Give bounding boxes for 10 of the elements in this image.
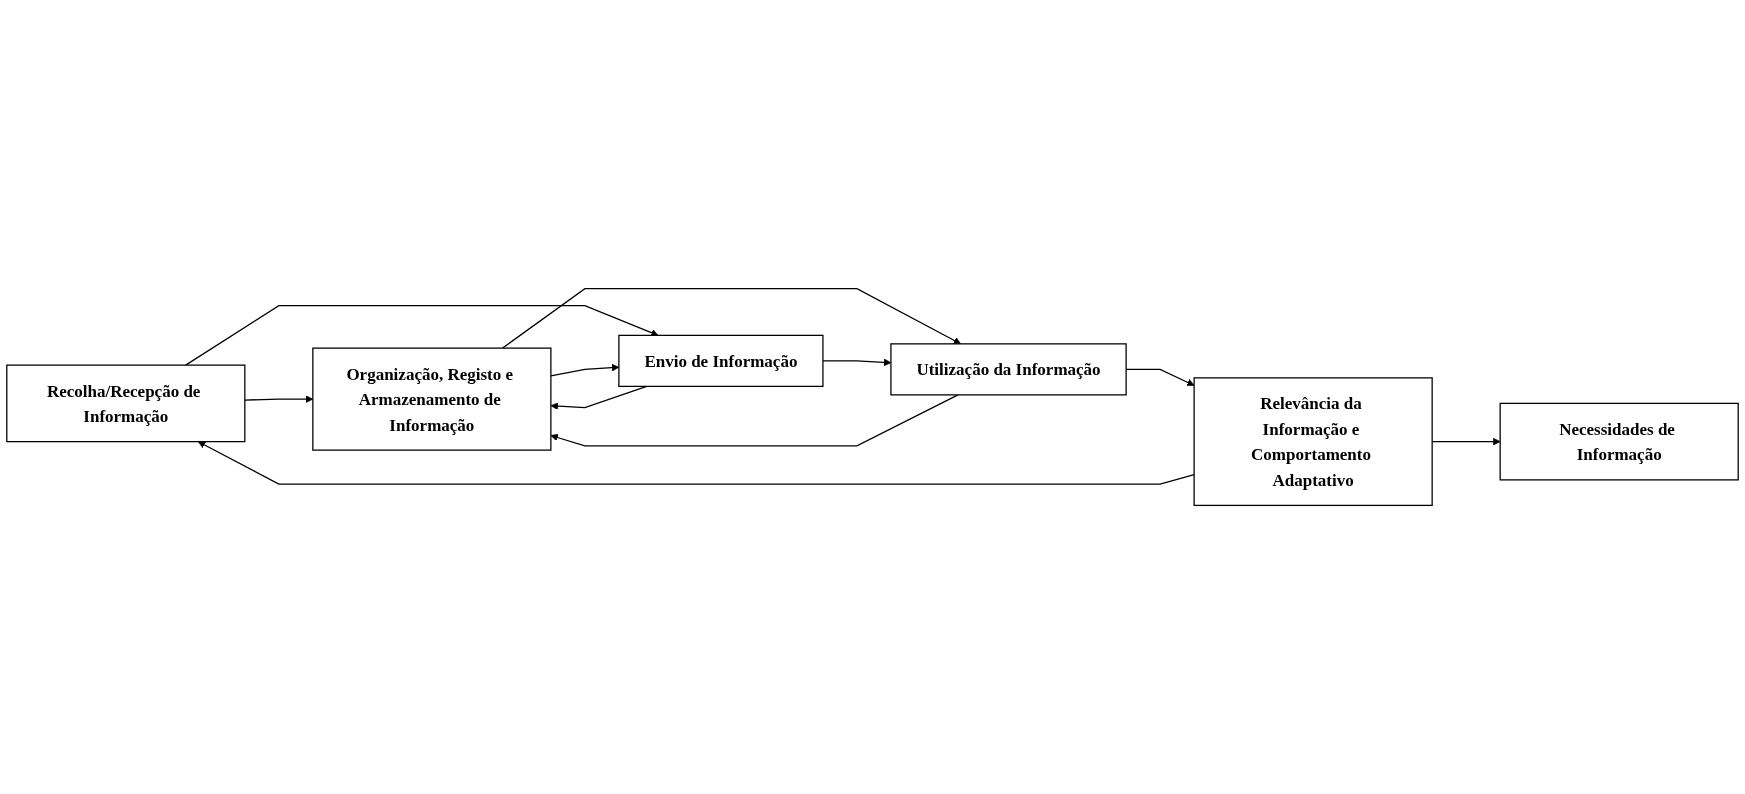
- arrow: [197, 441, 1195, 485]
- node-box: Organização, Registo e Armazenamento de Informação: [312, 347, 552, 451]
- node-box: Recolha/Recepção de Informação: [6, 364, 246, 443]
- arrow: [550, 394, 959, 447]
- node-box: Envio de Informação: [618, 334, 824, 387]
- node-box: Necessidades de Informação: [1499, 402, 1739, 481]
- node-box: Relevância da Informação e Comportamento Adaptativo: [1193, 377, 1433, 507]
- node-box: Utilização da Informação: [890, 343, 1127, 396]
- arrow: [501, 287, 961, 349]
- arrow: [185, 304, 659, 366]
